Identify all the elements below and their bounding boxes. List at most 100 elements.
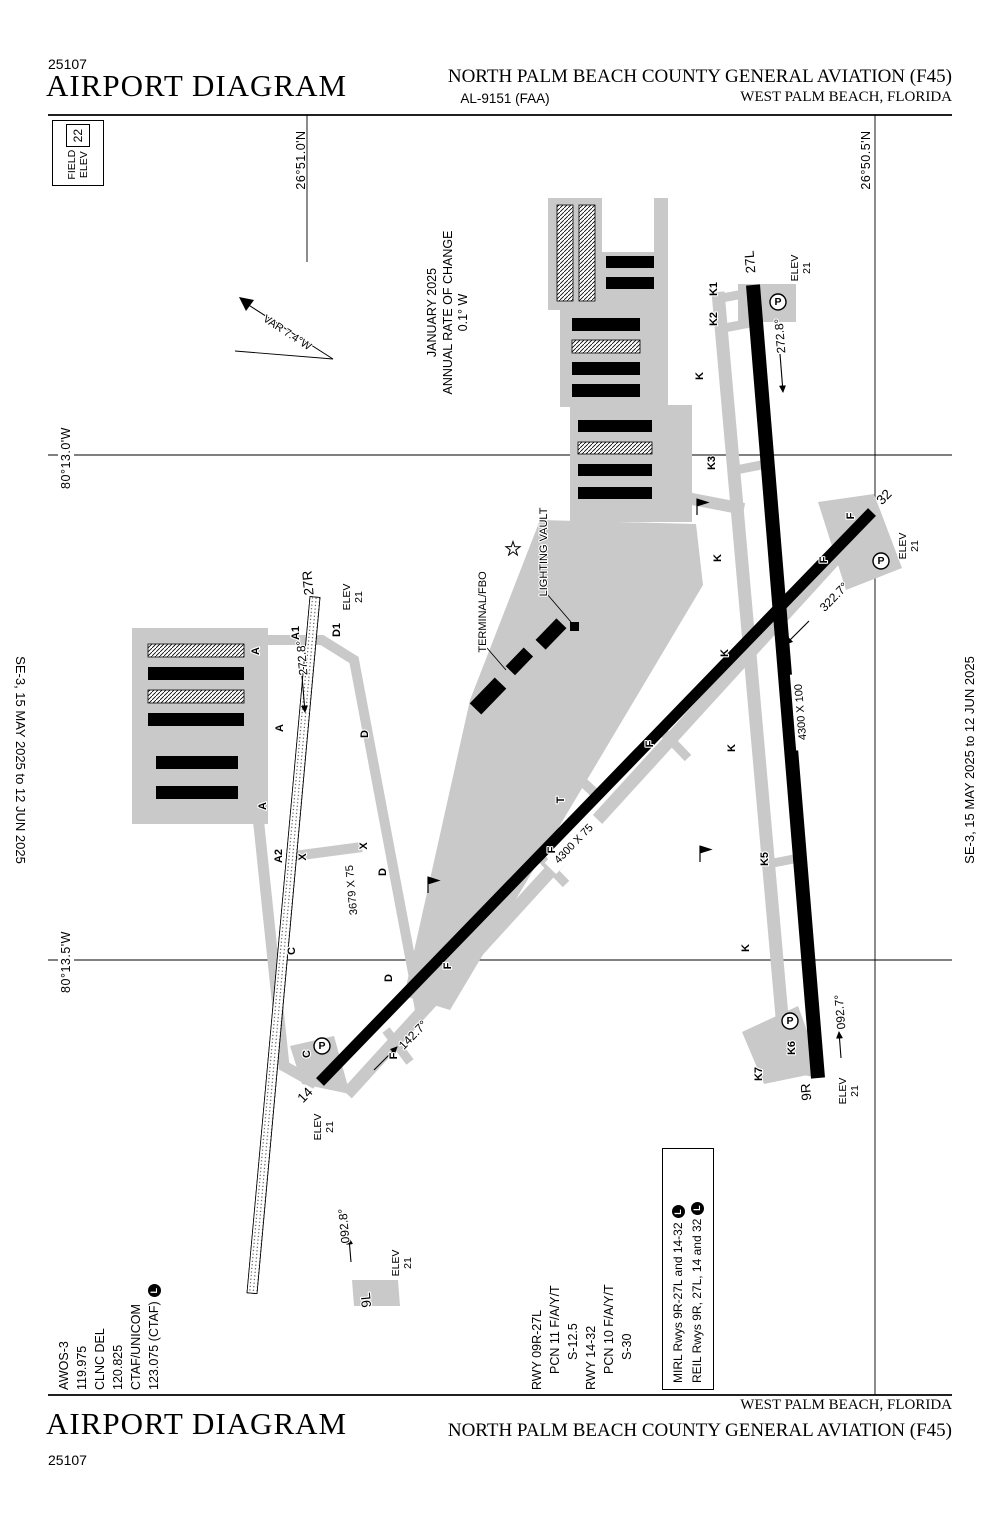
svg-text:ELEV: ELEV xyxy=(837,1078,849,1105)
circled-l-icon: L xyxy=(691,1201,705,1215)
svg-text:A1: A1 xyxy=(290,626,302,640)
runway-size-label: 3679 X 75 xyxy=(344,864,360,915)
mirl-note: MIRL Rwys 9R-27L and 14-32 xyxy=(670,1222,685,1383)
svg-text:21: 21 xyxy=(402,1257,414,1269)
awos-label: AWOS-3 xyxy=(57,1341,71,1390)
svg-text:A: A xyxy=(250,647,262,655)
footer-chart-number: 25107 xyxy=(48,1452,87,1468)
variation-rate-value: 0.1° W xyxy=(456,293,471,332)
parking-icon: P xyxy=(786,1015,793,1027)
svg-text:K6: K6 xyxy=(786,1041,798,1055)
svg-text:ELEV: ELEV xyxy=(312,1114,324,1141)
variation-label: VAR 7.4°W xyxy=(261,313,314,353)
field-elevation-box: FIELD ELEV 22 xyxy=(52,120,104,186)
svg-text:F: F xyxy=(388,1052,400,1059)
svg-text:A: A xyxy=(274,724,286,732)
parking-symbols: P P P P xyxy=(313,293,890,1055)
rwy-14-32-pcn: PCN 10 F/A/Y/T xyxy=(602,1284,616,1374)
svg-text:A2: A2 xyxy=(273,849,285,863)
parking-icon: P xyxy=(877,555,884,567)
variation-date: JANUARY 2025 xyxy=(425,267,439,358)
svg-text:K: K xyxy=(740,944,752,952)
rwy-9r-27l-strength: S-12.5 xyxy=(566,1323,580,1360)
latitude-label-left: 26°51.0'N xyxy=(294,130,308,190)
svg-text:K3: K3 xyxy=(706,456,718,470)
reil-note: REIL Rwys 9R, 27L, 14 and 32 xyxy=(690,1218,704,1383)
fbo-building-2 xyxy=(535,618,567,650)
edition-date-right: SE-3, 15 MAY 2025 to 12 JUN 2025 xyxy=(962,656,977,864)
svg-text:ELEV: ELEV xyxy=(897,533,909,560)
al-number: AL-9151 (FAA) xyxy=(460,91,550,106)
hangar-buildings xyxy=(148,256,654,799)
svg-text:21: 21 xyxy=(353,591,365,603)
leader-lines xyxy=(486,593,572,671)
rwy-end-27r: 27R xyxy=(299,570,316,596)
parking-icon: P xyxy=(774,296,781,308)
footer-title: AIRPORT DIAGRAM xyxy=(46,1406,348,1441)
bearing-9r: 092.7° xyxy=(832,994,849,1030)
hangar-buildings-hatched xyxy=(147,204,653,704)
terminal-fbo-label: TERMINAL/FBO xyxy=(477,571,489,653)
airport-name: NORTH PALM BEACH COUNTY GENERAL AVIATION… xyxy=(447,66,952,87)
svg-text:ELEV: ELEV xyxy=(789,255,801,282)
svg-text:K: K xyxy=(719,649,731,657)
svg-text:ELEV: ELEV xyxy=(390,1250,402,1277)
bearing-32: 322.7° xyxy=(817,579,851,614)
bearing-27l: 272.8° xyxy=(772,318,789,354)
field-elev-label: FIELD ELEV xyxy=(65,149,90,180)
beacon-icon xyxy=(504,539,522,557)
clnc-del-freq: 120.825 xyxy=(111,1344,125,1390)
bearing-27r: 272.8° xyxy=(293,640,310,676)
svg-text:X: X xyxy=(297,853,309,861)
svg-text:C: C xyxy=(286,947,298,955)
variation-arrow xyxy=(234,297,334,360)
rwy-14-32-label: RWY 14-32 xyxy=(584,1325,598,1390)
svg-text:C: C xyxy=(301,1050,313,1058)
rwy-9r-27l-label: RWY 09R-27L xyxy=(530,1309,544,1390)
svg-text:F: F xyxy=(818,556,830,563)
svg-text:A: A xyxy=(257,802,269,810)
variation-rate-label: ANNUAL RATE OF CHANGE xyxy=(440,230,455,395)
svg-text:D: D xyxy=(359,730,371,738)
windsock-icons xyxy=(427,498,713,893)
longitude-label-lower: 80°13.5'W xyxy=(58,929,74,995)
rwy-end-9r: 9R xyxy=(798,1083,814,1102)
variation-rate-block: JANUARY 2025 ANNUAL RATE OF CHANGE 0.1° … xyxy=(425,205,473,420)
footer-city: WEST PALM BEACH, FLORIDA xyxy=(740,1397,952,1413)
terminal-building xyxy=(469,677,507,715)
lighting-vault-label: LIGHTING VAULT xyxy=(538,507,550,596)
ctaf-unicom-label: CTAF/UNICOM xyxy=(129,1304,143,1390)
header-chart-number: 25107 xyxy=(48,56,87,72)
svg-text:ELEV: ELEV xyxy=(341,584,353,611)
latitude-label-right: 26°50.5'N xyxy=(859,130,873,190)
header-city: WEST PALM BEACH, FLORIDA xyxy=(740,89,952,105)
svg-text:T: T xyxy=(555,796,567,803)
svg-text:21: 21 xyxy=(801,262,813,274)
edition-date-left: SE-3, 15 MAY 2025 to 12 JUN 2025 xyxy=(13,656,28,864)
runway-data-block: RWY 09R-27L PCN 11 F/A/Y/T S-12.5 RWY 14… xyxy=(528,1182,638,1390)
graticule-lines xyxy=(48,114,952,1396)
svg-text:K1: K1 xyxy=(708,282,720,296)
svg-text:D: D xyxy=(377,868,389,876)
rwy-end-9l: 9L xyxy=(358,1291,374,1308)
elevation-labels: ELEV 21 ELEV 21 ELEV 21 ELEV 21 ELEV 21 … xyxy=(311,253,922,1277)
svg-text:K7: K7 xyxy=(753,1067,765,1081)
svg-text:21: 21 xyxy=(849,1085,861,1097)
svg-text:21: 21 xyxy=(324,1121,336,1133)
lighting-vault-building xyxy=(570,622,579,631)
svg-text:K: K xyxy=(712,554,724,562)
svg-text:D: D xyxy=(383,974,395,982)
svg-text:K: K xyxy=(694,372,706,380)
ctaf-freq: 123.075 (CTAF) xyxy=(147,1301,161,1390)
svg-text:K2: K2 xyxy=(708,312,720,326)
parking-icon: P xyxy=(318,1040,325,1052)
svg-text:F: F xyxy=(442,962,454,969)
bearing-9l: 092.8° xyxy=(335,1208,352,1244)
svg-text:D1: D1 xyxy=(331,623,343,637)
fbo-building xyxy=(505,647,534,676)
field-elev-value: 22 xyxy=(66,124,90,148)
rwy-14-32-strength: S-30 xyxy=(620,1333,634,1360)
taxiway-labels: A A A A1 A2 X X C C D1 D D D T F F F F F… xyxy=(249,281,858,1082)
runway-size-9l-27r: 3679 X 75 xyxy=(340,855,364,925)
